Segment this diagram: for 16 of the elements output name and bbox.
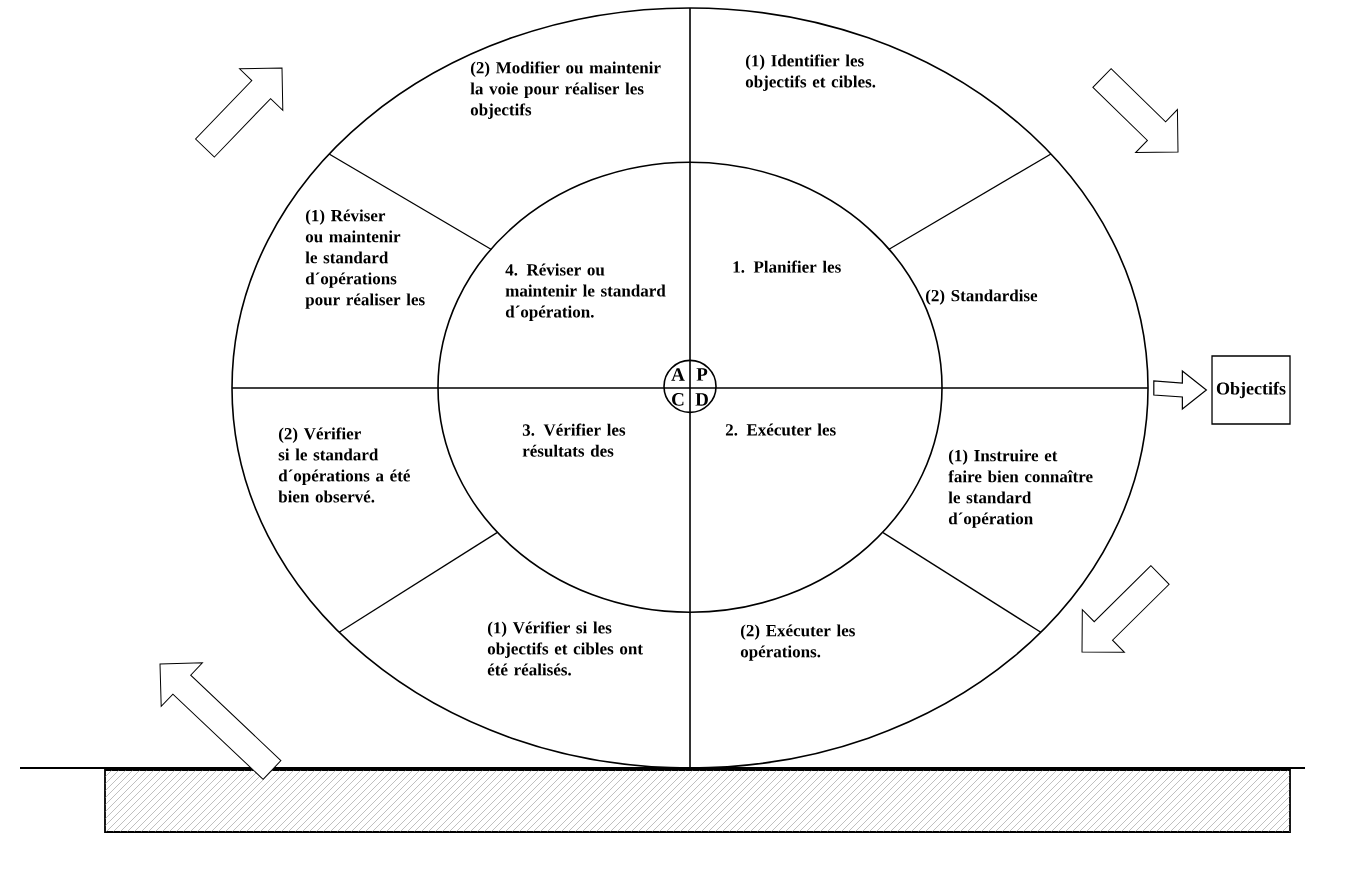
sector-text: (2) Exécuter les opérations. [740,624,855,661]
sector-text: (1) Identifier les objectifs et cibles. [745,54,876,91]
goal-box: Objectifs [1211,355,1291,425]
sector-text: (2) Vérifier si le standard d´opérations a été bien observé. [278,427,410,503]
quadrant-text: 1. Planifier les [733,260,841,273]
sector-text: (2) Standardise [925,289,1038,305]
quadrant-text: 4. Réviser ou maintenir le standard d´opération. [505,263,666,322]
outer-circle [231,7,1149,769]
inner-circle [437,161,943,613]
quadrant-text: 2. Exécuter les [725,423,836,436]
sector-text: (2) Modifier ou maintenir la voie pour réaliser les objectifs [470,61,661,119]
sector-text: (1) Vérifier si les objectifs et cibles ont été réalisés. [487,621,643,676]
sector-text: (1) Réviser ou maintenir le standard d´opérations pour réaliser les [305,209,425,309]
sector-text: (1) Instruire et faire bien connaître le standard d´opération [948,449,1093,528]
block-arrow [1153,369,1208,411]
quadrant-text: 3. Vérifier les résultats des [522,423,626,457]
